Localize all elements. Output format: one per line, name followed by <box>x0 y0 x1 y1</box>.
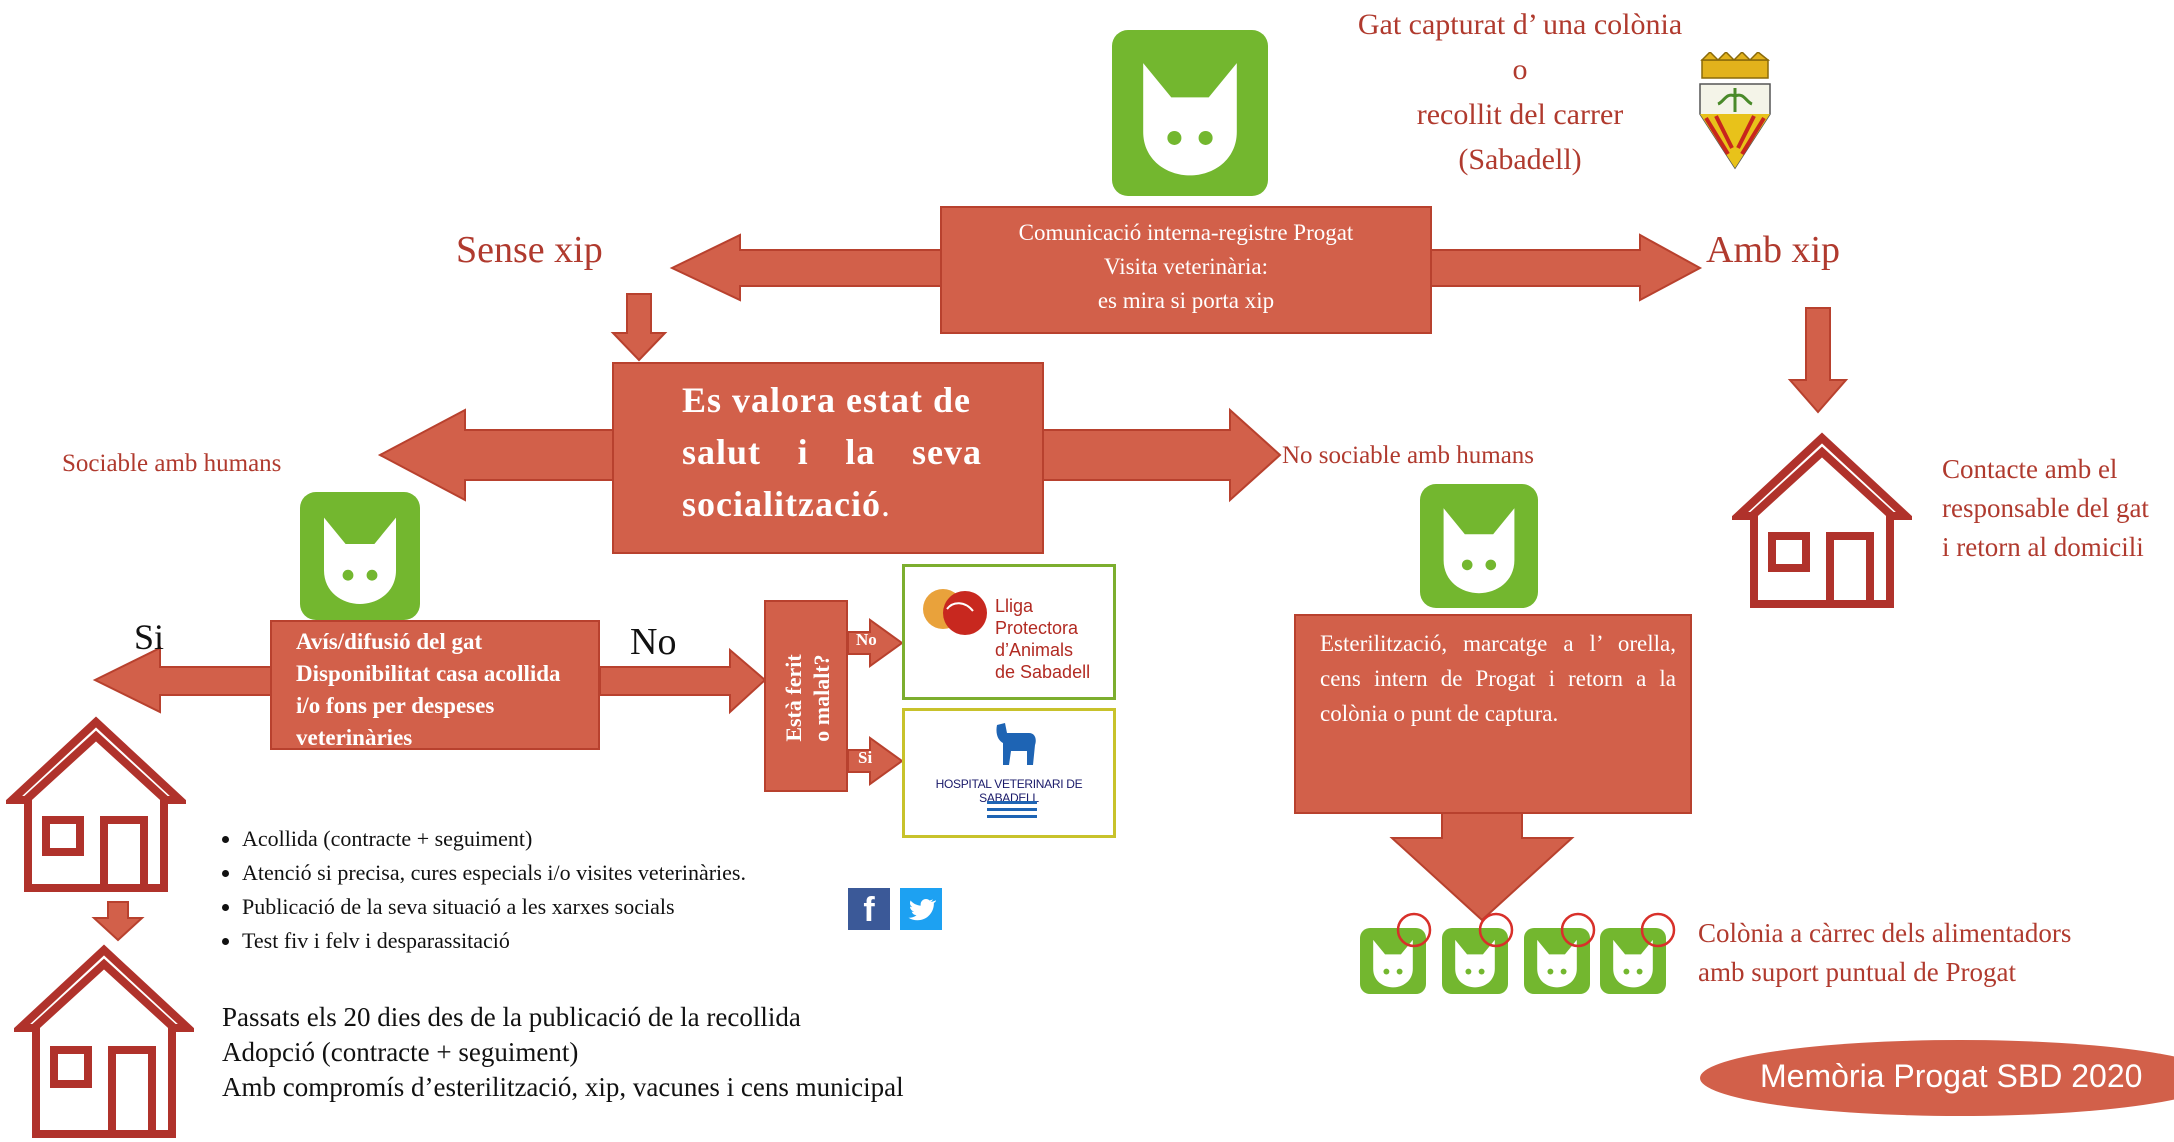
contact-line-2: responsable del gat <box>1942 493 2149 523</box>
valuation-box: Es valora estat de salut i la seva socia… <box>612 362 1044 554</box>
ferit-line-1: Està ferit <box>781 654 806 742</box>
ferit-box: Està ferit o malalt? <box>764 600 848 792</box>
cat-icon <box>1600 928 1666 994</box>
cat-icon <box>1360 928 1426 994</box>
arrow-to-hospital <box>847 736 904 786</box>
valuation-line-3: socialització. <box>682 484 891 524</box>
adoption-text: Passats els 20 dies des de la publicació… <box>222 1000 904 1105</box>
facebook-icon[interactable]: f <box>848 888 890 930</box>
memoria-text: Memòria Progat SBD 2020 <box>1760 1058 2143 1094</box>
cat-icon <box>1420 484 1538 608</box>
cat-icon <box>1442 928 1508 994</box>
no-right-arrow <box>599 647 767 715</box>
memoria-badge: Memòria Progat SBD 2020 <box>1700 1040 2174 1116</box>
colony-cats <box>1360 910 1680 1010</box>
acollida-bullets: Acollida (contracte + seguiment) Atenció… <box>212 822 746 958</box>
sociable-label: Sociable amb humans <box>62 450 282 477</box>
lliga-line-4: de Sabadell <box>995 662 1091 682</box>
si-label: Si <box>134 617 165 657</box>
contact-line-3: i retorn al domicili <box>1942 532 2144 562</box>
adoption-line-2: Adopció (contracte + seguiment) <box>222 1037 579 1067</box>
avis-box: Avís/difusió del gat Disponibilitat casa… <box>270 620 600 750</box>
dog-icon <box>996 723 1036 765</box>
contact-text: Contacte amb el responsable del gat i re… <box>1942 450 2149 567</box>
avis-line-2: Disponibilitat casa acollida <box>296 661 561 686</box>
twitter-icon[interactable] <box>900 888 942 930</box>
house-icon <box>14 944 194 1138</box>
lliga-line-1: Lliga <box>995 596 1034 616</box>
origin-line-3: recollit del carrer <box>1416 98 1624 131</box>
lliga-line-3: d’Animals <box>995 640 1074 660</box>
down-arrow-sense-xip <box>610 293 668 362</box>
origin-line-4: (Sabadell) <box>1458 143 1582 176</box>
cat-icon <box>1112 30 1268 196</box>
avis-line-4: veterinàries <box>296 725 413 750</box>
cat-icon <box>300 492 420 620</box>
bullet-item: Publicació de la seva situació a les xar… <box>242 890 746 924</box>
small-si-label: Si <box>858 748 873 767</box>
bullet-item: Test fiv i felv i desparassitació <box>242 924 746 958</box>
bullet-item: Atenció si precisa, cures especials i/o … <box>242 856 746 890</box>
communication-line-2: Visita veterinària: <box>1103 254 1269 279</box>
amb-xip-label: Amb xip <box>1706 229 1841 271</box>
lliga-text: Lliga Protectora d’Animals de Sabadell <box>995 595 1090 683</box>
lliga-logo: Lliga Protectora d’Animals de Sabadell <box>902 564 1116 700</box>
sense-xip-label: Sense xip <box>456 229 603 271</box>
adoption-line-1: Passats els 20 dies des de la publicació… <box>222 1002 801 1032</box>
down-arrow-colony <box>1389 811 1575 922</box>
sabadell-coat-of-arms-icon <box>1699 52 1771 170</box>
sterilization-box: Esterilització, marcatge a l’ orella, ce… <box>1294 614 1692 814</box>
ferit-text: Està ferit o malalt? <box>780 654 836 741</box>
bullet-item: Acollida (contracte + seguiment) <box>242 822 746 856</box>
avis-line-1: Avís/difusió del gat <box>296 629 483 654</box>
arrow-to-lliga <box>847 618 904 668</box>
ferit-line-2: o malalt? <box>809 654 834 742</box>
si-left-arrow <box>92 646 273 714</box>
valuation-line-1: Es valora estat de <box>682 380 971 420</box>
adoption-line-3: Amb compromís d’esterilització, xip, vac… <box>222 1072 904 1102</box>
avis-line-3: i/o fons per despeses <box>296 693 495 718</box>
ear-mark-circles <box>1396 912 1676 948</box>
no-label: No <box>630 621 677 663</box>
origin-line-2: o <box>1512 53 1528 86</box>
down-arrow-houses <box>91 901 145 942</box>
lliga-circles-icon <box>923 589 987 635</box>
sterilization-text: Esterilització, marcatge a l’ orella, ce… <box>1320 631 1676 726</box>
communication-line-3: es mira si porta xip <box>1097 288 1275 313</box>
cat-icon <box>1524 928 1590 994</box>
origin-text: Gat capturat d’ una colònia o recollit d… <box>1300 2 1740 182</box>
house-icon <box>1732 432 1912 608</box>
hospital-stripes <box>987 801 1037 818</box>
colony-line-1: Colònia a càrrec dels alimentadors <box>1698 918 2072 948</box>
colony-text: Colònia a càrrec dels alimentadors amb s… <box>1698 914 2071 992</box>
down-arrow-amb-xip <box>1787 307 1849 414</box>
colony-line-2: amb suport puntual de Progat <box>1698 957 2016 987</box>
hospital-logo: HOSPITAL VETERINARI DE SABADELL <box>902 708 1116 838</box>
lliga-line-2: Protectora <box>995 618 1079 638</box>
communication-line-1: Comunicació interna-registre Progat <box>1018 220 1354 245</box>
valuation-line-2: salut i la seva <box>682 432 982 472</box>
no-sociable-label: No sociable amb humans <box>1282 442 1535 469</box>
small-no-label: No <box>856 630 877 649</box>
origin-line-1: Gat capturat d’ una colònia <box>1357 8 1683 41</box>
communication-box: Comunicació interna-registre Progat Visi… <box>940 206 1432 334</box>
house-icon <box>6 716 186 892</box>
contact-line-1: Contacte amb el <box>1942 454 2118 484</box>
